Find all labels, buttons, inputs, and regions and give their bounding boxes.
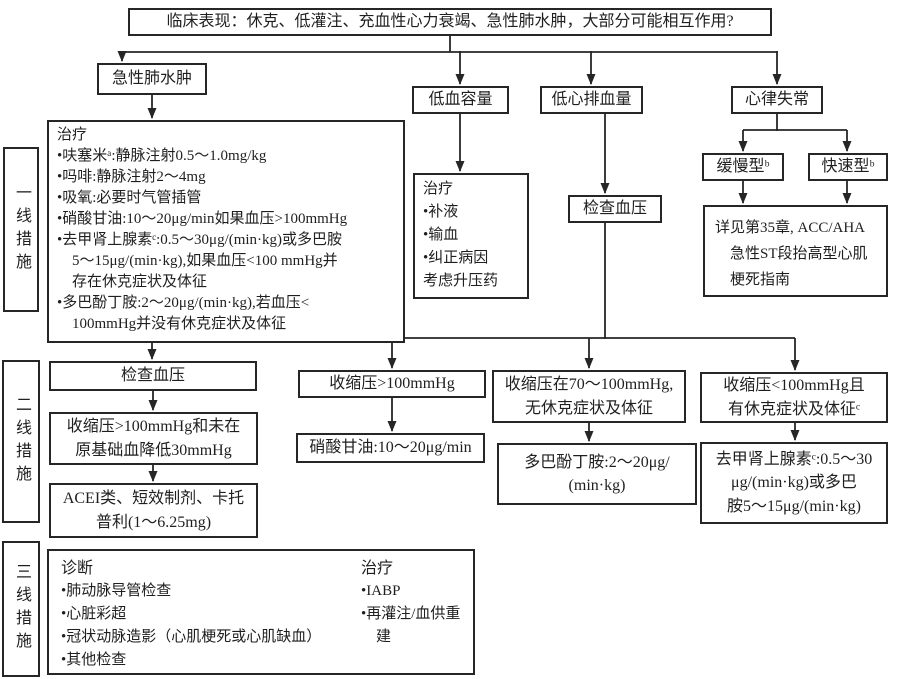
check-bp-label: 检查血压 xyxy=(120,367,185,385)
treatment-list: 补液输血纠正病因 xyxy=(423,201,519,270)
list-item: 冠状动脉造影（心肌梗死或心肌缺血） xyxy=(61,626,321,649)
treatment-title: 治疗 xyxy=(361,560,394,577)
branch-label: 低血容量 xyxy=(428,91,493,109)
side-label-third-line: 三线措施 xyxy=(2,541,40,677)
list-item: 心脏彩超 xyxy=(61,603,321,626)
branch-label: 快速型ᵇ xyxy=(821,158,875,176)
treatment-column: 治疗 IABP再灌注/血供重建 xyxy=(361,557,473,649)
branch-label: 低心排血量 xyxy=(551,91,632,109)
third-line-box: 诊断 肺动脉导管检查心脏彩超冠状动脉造影（心肌梗死或心肌缺血）其他检查 治疗 I… xyxy=(47,549,475,675)
sbp-lt-100-box: 收缩压<100mmHg且 有休克症状及体征ᶜ xyxy=(700,372,888,423)
branch-label: 急性肺水肿 xyxy=(111,70,192,88)
list-item: 吸氧:必要时气管插管 xyxy=(57,188,395,209)
list-item: IABP xyxy=(361,580,473,603)
sbp-text: 收缩压>100mmHg xyxy=(329,375,455,393)
sbp-text: 收缩压在70～100mmHg, 无休克症状及体征 xyxy=(504,376,674,417)
treatment-footer: 考虑升压药 xyxy=(423,273,499,289)
hypovolemia-treatment-box: 治疗 补液输血纠正病因 考虑升压药 xyxy=(413,173,529,299)
diagnosis-column: 诊断 肺动脉导管检查心脏彩超冠状动脉造影（心肌梗死或心肌缺血）其他检查 xyxy=(61,557,321,672)
list-item: 纠正病因 xyxy=(423,247,519,270)
sbp-gt-100-box: 收缩压>100mmHg xyxy=(298,370,486,398)
check-bp-label: 检查血压 xyxy=(582,200,647,218)
treatment-list: 呋塞米ᵃ:静脉注射0.5～1.0mg/kg吗啡:静脉注射2～4mg吸氧:必要时气… xyxy=(57,146,395,335)
list-item: 补液 xyxy=(423,201,519,224)
branch-low-cardiac-output: 低心排血量 xyxy=(540,86,643,114)
see-chapter-text: 详见第35章, ACC/AHA 急性ST段抬高型心肌 梗死指南 xyxy=(715,220,868,288)
side-label-text: 三线措施 xyxy=(13,563,30,655)
acei-box: ACEI类、短效制剂、卡托 普利(1～6.25mg) xyxy=(49,483,258,538)
dobutamine-box: 多巴酚丁胺:2～20μg/ (min·kg) xyxy=(497,443,697,505)
list-item: 多巴酚丁胺:2～20μg/(min·kg),若血压< 100mmHg并没有休克症… xyxy=(57,293,395,335)
list-item: 再灌注/血供重建 xyxy=(361,603,473,649)
side-label-first-line: 一线措施 xyxy=(3,147,39,312)
clinical-manifestation-text: 临床表现：休克、低灌注、充血性心力衰竭、急性肺水肿，大部分可能相互作用? xyxy=(166,13,734,31)
list-item: 输血 xyxy=(423,224,519,247)
norepinephrine-text: 去甲肾上腺素ᶜ:0.5～30 μg/(min·kg)或多巴 胺5～15μg/(m… xyxy=(715,451,873,515)
list-item: 硝酸甘油:10～20μg/min如果血压>100mmHg xyxy=(57,209,395,230)
norepinephrine-box: 去甲肾上腺素ᶜ:0.5～30 μg/(min·kg)或多巴 胺5～15μg/(m… xyxy=(700,442,888,524)
branch-hypovolemia: 低血容量 xyxy=(412,86,509,114)
nitroglycerin-text: 硝酸甘油:10～20μg/min xyxy=(309,439,472,457)
list-item: 呋塞米ᵃ:静脉注射0.5～1.0mg/kg xyxy=(57,146,395,167)
see-chapter-box: 详见第35章, ACC/AHA 急性ST段抬高型心肌 梗死指南 xyxy=(703,205,888,297)
list-item: 吗啡:静脉注射2～4mg xyxy=(57,167,395,188)
sbp-condition-text: 收缩压>100mmHg和未在 原基础血降低30mmHg xyxy=(66,418,241,459)
diagnosis-title: 诊断 xyxy=(61,560,94,577)
side-label-text: 一线措施 xyxy=(13,183,30,276)
treatment-title: 治疗 xyxy=(423,181,454,197)
pulmonary-edema-treatment-box: 治疗 呋塞米ᵃ:静脉注射0.5～1.0mg/kg吗啡:静脉注射2～4mg吸氧:必… xyxy=(47,120,405,343)
diagnosis-list: 肺动脉导管检查心脏彩超冠状动脉造影（心肌梗死或心肌缺血）其他检查 xyxy=(61,580,321,672)
branch-tachyarrhythmia: 快速型ᵇ xyxy=(808,153,888,181)
branch-arrhythmia: 心律失常 xyxy=(731,86,823,114)
dobutamine-text: 多巴酚丁胺:2～20μg/ (min·kg) xyxy=(524,453,670,494)
branch-label: 心律失常 xyxy=(744,91,809,109)
clinical-manifestation-box: 临床表现：休克、低灌注、充血性心力衰竭、急性肺水肿，大部分可能相互作用? xyxy=(128,8,772,36)
branch-acute-pulmonary-edema: 急性肺水肿 xyxy=(97,63,207,95)
check-bp-mid-box: 检查血压 xyxy=(568,195,662,223)
list-item: 其他检查 xyxy=(61,649,321,672)
list-item: 去甲肾上腺素ᶜ:0.5～30μg/(min·kg)或多巴胺 5～15μg/(mi… xyxy=(57,230,395,293)
treatment-list: IABP再灌注/血供重建 xyxy=(361,580,473,649)
sbp-text: 收缩压<100mmHg且 有休克症状及体征ᶜ xyxy=(723,377,865,418)
sbp-70-100-box: 收缩压在70～100mmHg, 无休克症状及体征 xyxy=(492,370,686,423)
treatment-title: 治疗 xyxy=(57,127,88,143)
side-label-second-line: 二线措施 xyxy=(2,360,40,523)
branch-label: 缓慢型ᵇ xyxy=(716,158,770,176)
side-label-text: 二线措施 xyxy=(13,395,30,488)
list-item: 肺动脉导管检查 xyxy=(61,580,321,603)
sbp-condition-left-box: 收缩压>100mmHg和未在 原基础血降低30mmHg xyxy=(49,412,258,465)
nitroglycerin-box: 硝酸甘油:10～20μg/min xyxy=(296,433,485,463)
branch-bradyarrhythmia: 缓慢型ᵇ xyxy=(702,153,784,181)
acei-text: ACEI类、短效制剂、卡托 普利(1～6.25mg) xyxy=(62,490,245,531)
check-bp-left-box: 检查血压 xyxy=(49,361,257,391)
